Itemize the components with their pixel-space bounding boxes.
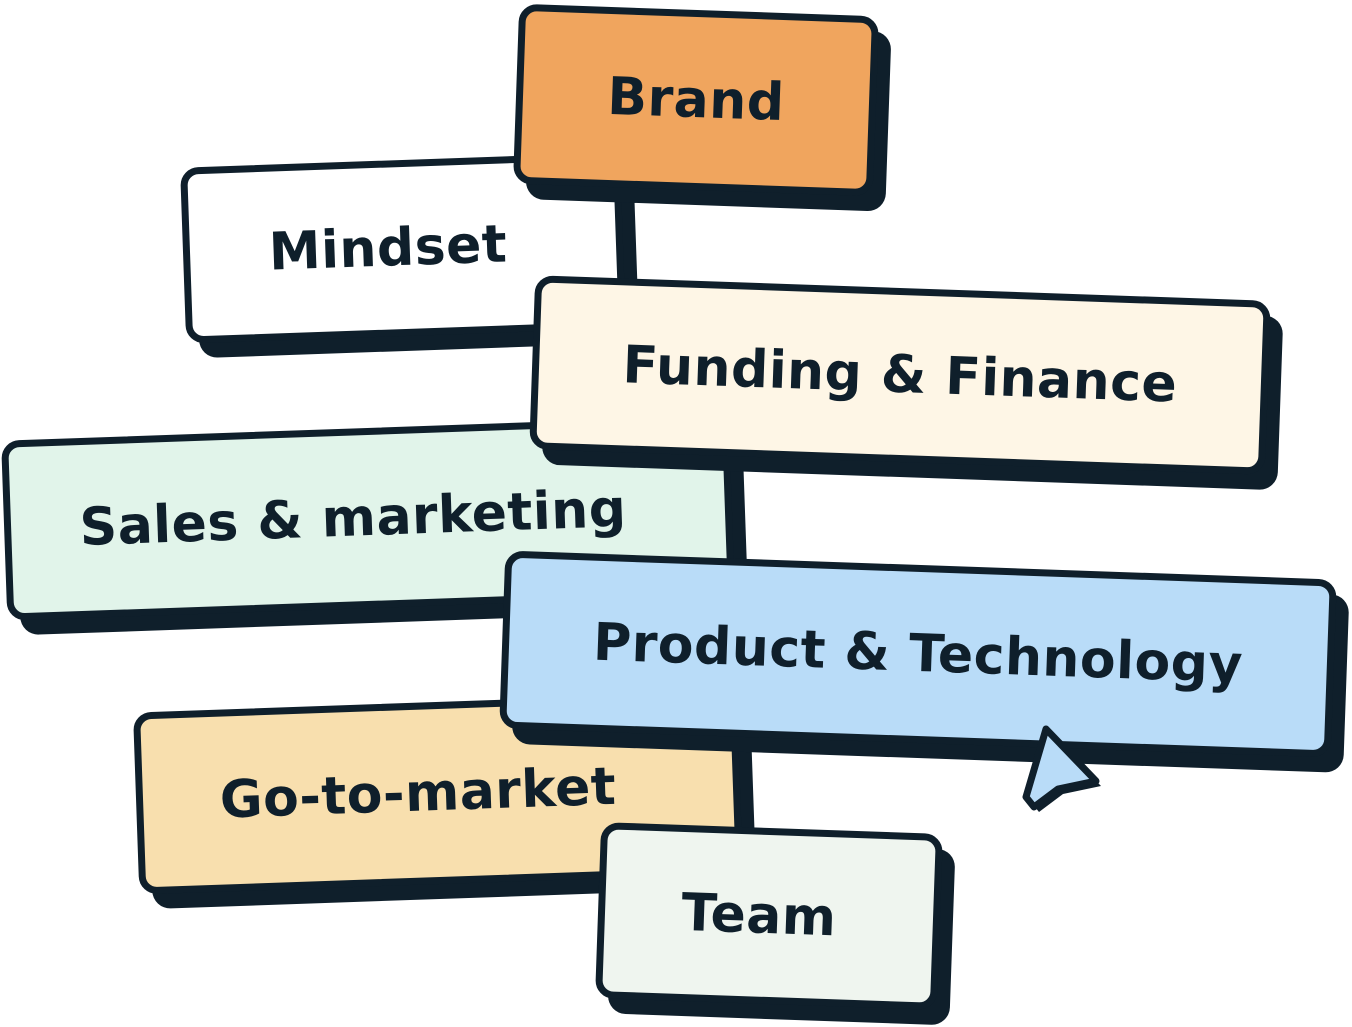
tag-funding-finance-label: Funding & Finance	[621, 335, 1179, 415]
tag-brand-label: Brand	[606, 66, 786, 134]
tag-mindset-label: Mindset	[267, 214, 509, 283]
tag-brand[interactable]: Brand	[512, 3, 880, 197]
pointer-cursor-icon	[1022, 725, 1101, 812]
tag-team-label: Team	[680, 882, 838, 949]
tag-funding-finance[interactable]: Funding & Finance	[529, 275, 1271, 475]
tag-product-technology[interactable]: Product & Technology	[499, 550, 1337, 758]
tag-product-technology-label: Product & Technology	[592, 612, 1244, 696]
tag-sales-marketing-label: Sales & marketing	[78, 478, 628, 559]
tag-team[interactable]: Team	[595, 822, 943, 1010]
tag-go-to-market-label: Go-to-market	[218, 756, 618, 831]
